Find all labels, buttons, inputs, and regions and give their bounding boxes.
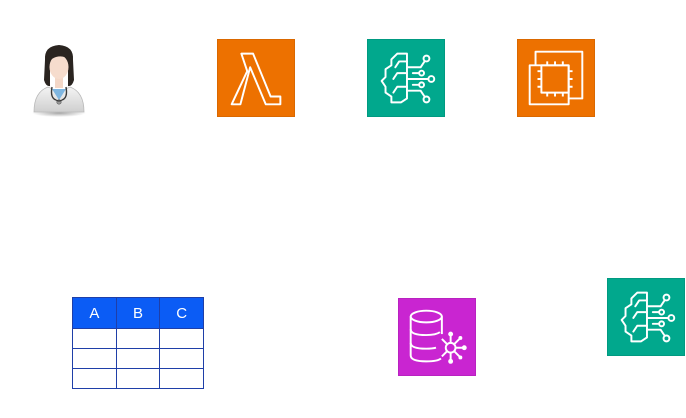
data-table: A B C: [72, 297, 204, 389]
amazon-bedrock-icon: [607, 278, 685, 356]
table-cell: [159, 348, 204, 369]
bedrock-knowledge-base-icon: [398, 298, 476, 376]
table-cell: [72, 368, 117, 389]
table-cell: [115, 368, 161, 389]
table-cell: [72, 328, 117, 349]
table-cell: [159, 328, 204, 349]
table-cell: [159, 368, 204, 389]
column-header-b: B: [115, 297, 161, 329]
amazon-ec2-icon: [517, 39, 595, 117]
table-cell: [115, 328, 161, 349]
table-row: [72, 348, 204, 369]
table-cell: [115, 348, 161, 369]
doctor-avatar-icon: [28, 40, 90, 118]
table-row: [72, 368, 204, 389]
column-header-c: C: [159, 297, 204, 329]
column-header-a: A: [72, 297, 117, 329]
table-header-row: A B C: [72, 297, 204, 329]
table-cell: [72, 348, 117, 369]
table-row: [72, 328, 204, 349]
amazon-bedrock-icon: [367, 39, 445, 117]
aws-lambda-icon: [217, 39, 295, 117]
